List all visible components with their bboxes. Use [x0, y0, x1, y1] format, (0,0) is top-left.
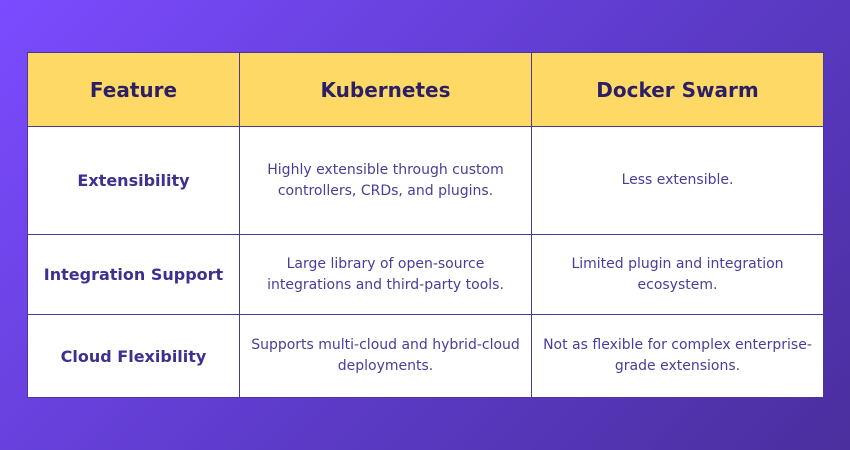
comparison-table: Feature Kubernetes Docker Swarm Extensib… — [27, 52, 824, 398]
row-feature-cell: Integration Support — [27, 234, 240, 315]
row-feature-cell: Cloud Flexibility — [27, 314, 240, 398]
table-header-row: Feature Kubernetes Docker Swarm — [27, 52, 824, 127]
row-feature-cell: Extensibility — [27, 126, 240, 235]
row-docker-swarm-cell: Not as flexible for complex enterprise-g… — [531, 314, 824, 398]
row-docker-swarm-cell: Less extensible. — [531, 126, 824, 235]
header-kubernetes: Kubernetes — [239, 52, 532, 127]
table-row: Extensibility Highly extensible through … — [27, 126, 824, 235]
table-row: Integration Support Large library of ope… — [27, 234, 824, 315]
table-row: Cloud Flexibility Supports multi-cloud a… — [27, 314, 824, 398]
row-docker-swarm-cell: Limited plugin and integration ecosystem… — [531, 234, 824, 315]
header-docker-swarm: Docker Swarm — [531, 52, 824, 127]
header-feature: Feature — [27, 52, 240, 127]
row-kubernetes-cell: Highly extensible through custom control… — [239, 126, 532, 235]
row-kubernetes-cell: Supports multi-cloud and hybrid-cloud de… — [239, 314, 532, 398]
row-kubernetes-cell: Large library of open-source integration… — [239, 234, 532, 315]
